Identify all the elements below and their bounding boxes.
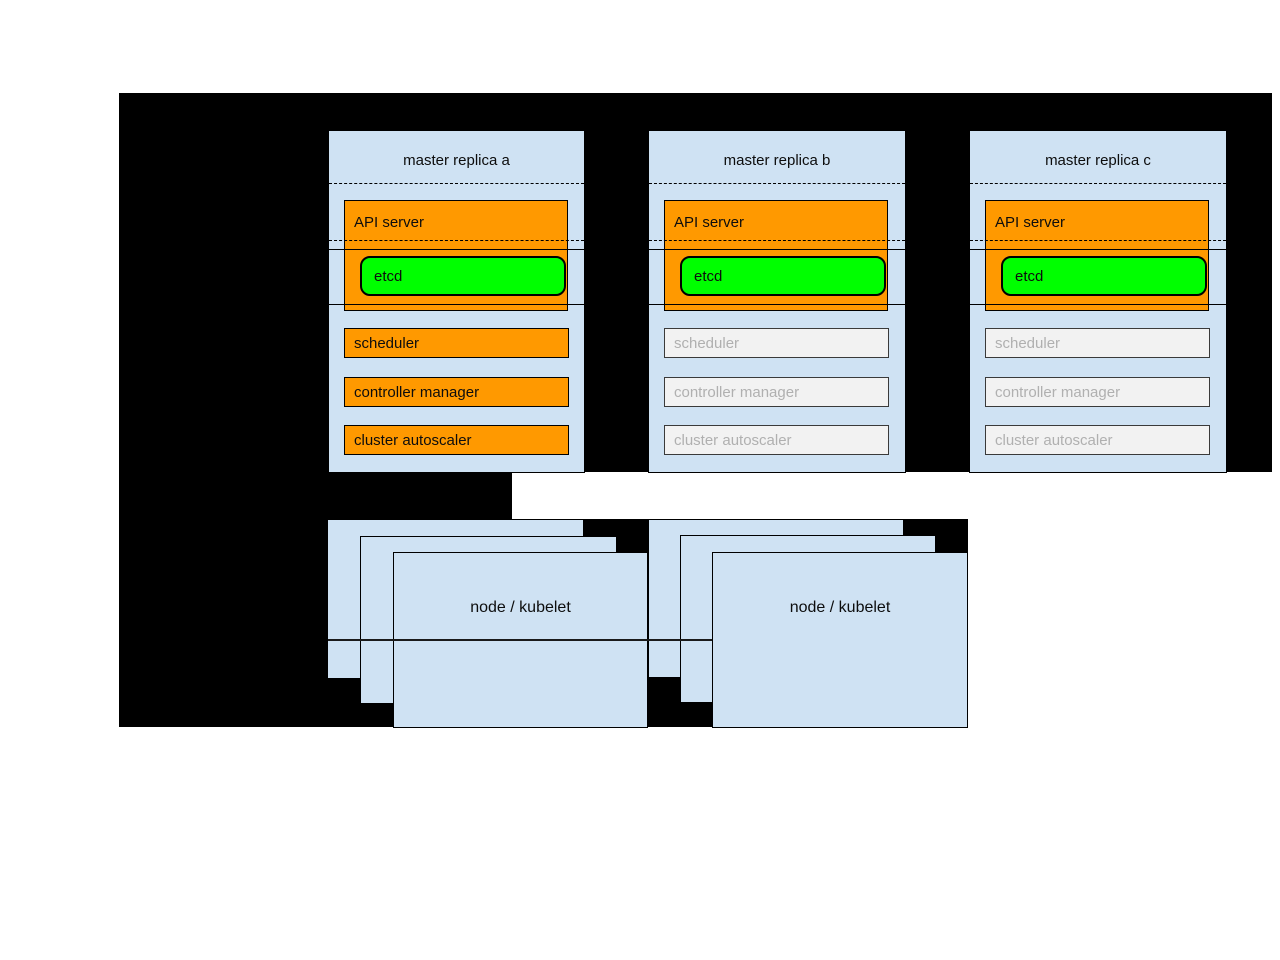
cluster-autoscaler-box: cluster autoscaler [985,425,1210,455]
api-server-etcd-box: API server etcd [985,200,1209,311]
solid-divider-line [329,304,584,305]
solid-divider-line [649,304,905,305]
controller-manager-box: controller manager [664,377,889,407]
etcd-box: etcd [1001,256,1207,296]
dashed-divider-line [970,183,1226,184]
api-server-label: API server [674,214,745,231]
master-replica-b-title: master replica b [723,152,831,169]
scheduler-box: scheduler [664,328,889,358]
node-row-divider-line [328,639,712,641]
solid-divider-line [649,249,905,250]
dashed-divider-line [329,240,584,241]
scheduler-box: scheduler [344,328,569,358]
dashed-divider-line [970,240,1226,241]
node-kubelet-label: node / kubelet [789,599,891,616]
api-server-label: API server [995,214,1066,231]
api-server-etcd-box: API server etcd [344,200,568,311]
scheduler-box: scheduler [985,328,1210,358]
master-replica-c-box: master replica c API server etcd schedul… [969,130,1227,473]
cluster-autoscaler-box: cluster autoscaler [664,425,889,455]
master-replica-a-box: master replica a API server etcd schedul… [328,130,585,473]
controller-manager-box: controller manager [985,377,1210,407]
solid-divider-line [329,249,584,250]
solid-divider-line [970,249,1226,250]
controller-manager-box: controller manager [344,377,569,407]
api-server-label: API server [354,214,425,231]
master-replica-b-box: master replica b API server etcd schedul… [648,130,906,473]
node-stack-2-front-card: node / kubelet [712,552,968,728]
master-replica-c-title: master replica c [1045,152,1151,169]
dashed-divider-line [649,183,905,184]
dashed-divider-line [649,240,905,241]
cluster-autoscaler-box: cluster autoscaler [344,425,569,455]
node-kubelet-label: node / kubelet [470,599,571,616]
api-server-etcd-box: API server etcd [664,200,888,311]
etcd-box: etcd [680,256,886,296]
solid-divider-line [970,304,1226,305]
dashed-divider-line [329,183,584,184]
etcd-box: etcd [360,256,566,296]
master-replica-a-title: master replica a [403,152,510,169]
